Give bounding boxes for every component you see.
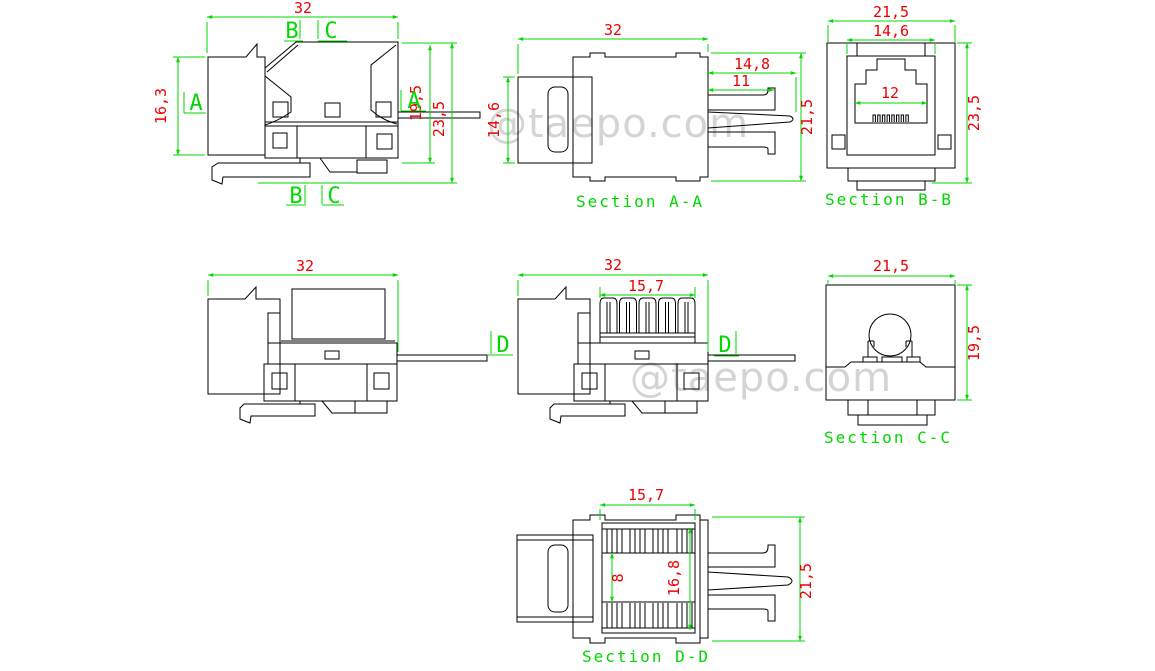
dim-dd-slot-span: 8 [609,573,627,582]
section-bb-outline [826,42,956,191]
section-dd-view: 15,7 8 16,8 21,5 Section D-D [516,486,815,666]
dim-aa-latch-reach: 14,8 [734,55,770,73]
cut-label-a-left: A [189,91,202,116]
cut-label-c-bottom: C [327,184,340,209]
watermark-text-top: @taepo.com [487,101,749,147]
cut-label-b-top: B [285,19,298,44]
section-dd-outline [516,514,793,644]
section-bb-view: 21,5 14,6 12 23,5 Section B-B [825,3,983,209]
dim-dd-block-span: 16,8 [665,560,683,596]
side-view: 32 16,3 19,5 23,5 B C A A B C [152,0,481,209]
idc-view-outline [517,285,796,424]
dim-aa-bezel-height: 14,6 [485,102,503,138]
dim-dd-tower-width: 15,7 [628,486,664,504]
section-aa-label: Section A-A [576,192,704,211]
watermark-text-middle: @taepo.com [630,355,892,401]
dim-cc-width: 21,5 [873,257,909,275]
cut-label-a-right: A [407,89,420,114]
dim-side-front-height: 19,5 [407,85,425,121]
section-dd-label: Section D-D [582,647,710,666]
section-bb-dimension-lines [827,19,972,184]
section-aa-view: 32 14,8 11 14,6 21,5 Section A-A [485,21,816,211]
dim-side-rear-height: 16,3 [152,88,170,124]
cut-label-d-right: D [718,333,731,358]
side-view-outline [207,41,481,185]
top-view-dimension-lines [207,273,513,356]
dim-aa-hook-reach: 11 [732,72,750,90]
dim-idc-width: 32 [604,256,622,274]
dim-bb-port-width: 12 [881,84,899,102]
dim-bb-width: 21,5 [873,3,909,21]
cut-label-d-left: D [496,333,509,358]
dim-side-width: 32 [294,0,312,17]
cut-label-b-bottom: B [289,184,302,209]
dim-dd-height: 21,5 [797,563,815,599]
idc-view-dimension-lines [517,273,739,357]
section-cc-outline [825,284,956,426]
section-aa-outline [517,52,794,182]
dim-aa-height: 21,5 [798,99,816,135]
dim-side-total-height: 23,5 [430,101,448,137]
section-cc-label: Section C-C [824,428,952,447]
dim-aa-width: 32 [604,21,622,39]
section-cc-dimension-lines [827,274,972,401]
section-bb-label: Section B-B [825,190,953,209]
dim-top-width: 32 [296,257,314,275]
cut-label-c-top: C [324,19,337,44]
dim-bb-bezel-width: 14,6 [873,22,909,40]
side-view-dimension-lines [173,15,457,206]
dim-idc-tower-width: 15,7 [628,277,664,295]
dim-bb-height: 23,5 [965,95,983,131]
section-dd-dimension-lines [599,503,805,642]
top-view: 32 D [207,257,513,424]
top-view-outline [207,285,488,424]
section-cc-view: 21,5 19,5 Section C-C [824,257,983,447]
section-aa-dimension-lines [503,37,806,182]
idc-view: 32 15,7 D [517,256,796,424]
dim-cc-height: 19,5 [965,325,983,361]
